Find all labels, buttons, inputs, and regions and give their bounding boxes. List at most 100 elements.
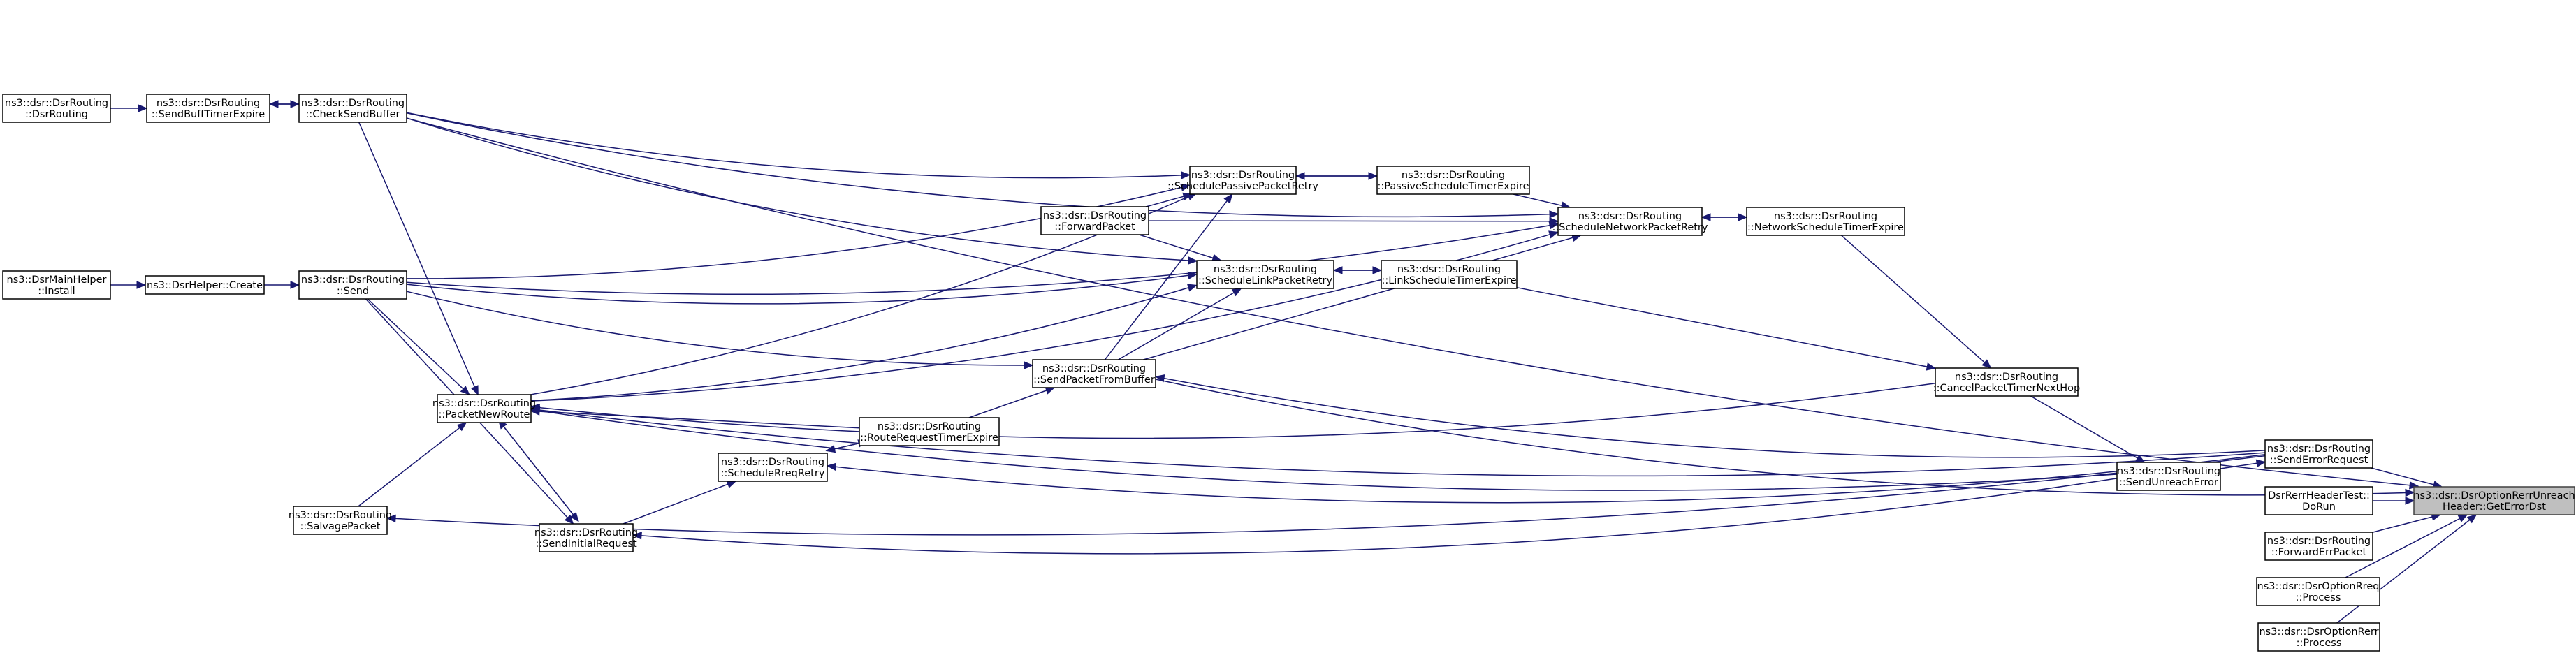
edge-line <box>1143 237 1573 360</box>
node-sendunreacherror[interactable]: ns3::dsr::DsrRouting::SendUnreachError <box>2116 462 2221 491</box>
node-mainhelper[interactable]: ns3::DsrMainHelper::Install <box>2 270 111 300</box>
edge-checksendbuffer-to-packetnewroute <box>358 122 479 396</box>
node-rreqprocess[interactable]: ns3::dsr::DsrOptionRreq::Process <box>2256 577 2380 606</box>
node-send[interactable]: ns3::dsr::DsrRouting::Send <box>298 270 407 300</box>
arrowhead-icon <box>460 386 470 395</box>
node-label-line: ns3::DsrMainHelper <box>7 274 107 286</box>
node-checksendbuffer[interactable]: ns3::dsr::DsrRouting::CheckSendBuffer <box>298 94 407 123</box>
edge-line <box>406 117 2410 486</box>
edge-sendpacketfrombuffer-to-schedulenetwork <box>1143 233 1582 360</box>
node-label-line: ::NetworkScheduleTimerExpire <box>1747 222 1904 233</box>
arrowhead-icon <box>1180 183 1191 192</box>
arrowhead-icon <box>1187 284 1198 292</box>
edge-line <box>406 274 1189 305</box>
node-box <box>2116 462 2221 491</box>
node-label-line: ::SendUnreachError <box>2119 477 2218 488</box>
edge-passivetimer-to-schedulepassive <box>1295 172 1377 180</box>
edge-line <box>2030 395 2138 459</box>
node-label-line: ns3::dsr::DsrRouting <box>289 510 392 521</box>
node-box <box>1376 166 1530 195</box>
arrowhead-icon <box>386 514 396 523</box>
node-box <box>2413 486 2575 515</box>
edge-line <box>406 112 1550 218</box>
edge-line <box>1516 286 1928 367</box>
edge-line <box>968 390 1047 418</box>
edge-cancelpackettimer-to-packetnewroute <box>530 383 1936 439</box>
node-dsrrouting[interactable]: ns3::dsr::DsrRouting::DsrRouting <box>2 94 111 123</box>
edge-line <box>835 453 2266 504</box>
node-label-line: ns3::dsr::DsrRouting <box>534 527 638 538</box>
edge-sendunreacherror-to-sendinitialrequest <box>632 478 2118 555</box>
edge-packetnewroute-to-schedulelink <box>530 284 1198 402</box>
node-label-line: ::Process <box>2297 638 2342 649</box>
edge-line <box>1155 379 2406 496</box>
node-label-line: ::ScheduleRreqRetry <box>721 468 825 479</box>
edge-helpercreate-to-send <box>264 281 300 289</box>
node-label-line: ::Install <box>38 286 75 297</box>
node-box <box>298 270 407 300</box>
node-sendinitialrequest[interactable]: ns3::dsr::DsrRouting::SendInitialRequest <box>534 523 638 552</box>
arrowhead-icon <box>1548 230 1559 239</box>
node-label-line: ::SendPacketFromBuffer <box>1033 374 1155 386</box>
node-label-line: ::PacketNewRoute <box>439 409 530 420</box>
edge-send-to-packetnewroute <box>367 298 470 395</box>
node-sendbufftimer[interactable]: ns3::dsr::DsrRouting::SendBuffTimerExpir… <box>146 94 270 123</box>
node-cancelpackettimer[interactable]: ns3::dsr::DsrRouting::CancelPacketTimerN… <box>1933 367 2081 397</box>
edge-line <box>1118 292 1235 360</box>
node-label-line: ns3::dsr::DsrRouting <box>1214 264 1317 275</box>
edge-sendpacketfrombuffer-to-geterrordst <box>1155 379 2415 497</box>
arrowhead-icon <box>2457 514 2468 522</box>
node-box <box>1381 260 1518 289</box>
node-label-line: ns3::dsr::DsrOptionRerrUnreach <box>2413 490 2575 501</box>
node-forwardpacket[interactable]: ns3::dsr::DsrRouting::ForwardPacket <box>1040 206 1149 235</box>
node-label-line: ::CheckSendBuffer <box>306 109 400 120</box>
edge-line <box>539 409 2266 477</box>
edge-routerequesttimer-to-packetnewroute <box>530 407 860 429</box>
node-schedulepassive[interactable]: ns3::dsr::DsrRouting::SchedulePassivePac… <box>1167 166 1318 195</box>
node-senderrorrequest[interactable]: ns3::dsr::DsrRouting::SendErrorRequest <box>2264 439 2373 469</box>
arrowhead-icon <box>2466 514 2477 524</box>
edge-senderrorrequest-to-salvagepacket <box>386 455 2266 536</box>
node-box <box>539 523 634 552</box>
edge-senderrorrequest-to-sendpacketfrombuffer <box>1154 374 2266 458</box>
node-label-line: DsrRerrHeaderTest:: <box>2268 490 2370 501</box>
node-box <box>2257 622 2380 652</box>
node-salvagepacket[interactable]: ns3::dsr::DsrRouting::SalvagePacket <box>289 506 392 535</box>
edge-passivetimer-to-schedulenetwork <box>1513 193 1571 210</box>
node-box <box>2264 486 2373 515</box>
node-helpercreate[interactable]: ns3::DsrHelper::Create <box>145 275 265 295</box>
node-packetnewroute[interactable]: ns3::dsr::DsrRouting::PacketNewRoute <box>432 394 536 423</box>
edge-sendunreacherror-to-senderrorrequest <box>2220 459 2266 469</box>
node-label-line: ::Process <box>2296 592 2341 603</box>
node-label-line: DoRun <box>2302 501 2336 513</box>
focus-node-geterrordst[interactable]: ns3::dsr::DsrOptionRerrUnreachHeader::Ge… <box>2413 486 2575 515</box>
node-forwarderrpacket[interactable]: ns3::dsr::DsrRouting::ForwardErrPacket <box>2264 532 2373 561</box>
node-label-line: Header::GetErrorDst <box>2443 501 2546 513</box>
node-sendpacketfrombuffer[interactable]: ns3::dsr::DsrRouting::SendPacketFromBuff… <box>1032 359 1156 388</box>
node-label-line: ::ForwardPacket <box>1054 221 1135 233</box>
node-rerrprocess[interactable]: ns3::dsr::DsrOptionRerr::Process <box>2257 622 2380 652</box>
arrowhead-icon <box>1188 256 1198 265</box>
node-schedulelink[interactable]: ns3::dsr::DsrRouting::ScheduleLinkPacket… <box>1196 260 1334 289</box>
node-linktimer[interactable]: ns3::dsr::DsrRouting::LinkScheduleTimerE… <box>1381 260 1518 289</box>
edge-line <box>358 122 476 388</box>
edge-line <box>2345 518 2460 578</box>
node-box <box>859 417 1000 446</box>
node-schedulerreqretry[interactable]: ns3::dsr::DsrRouting::ScheduleRreqRetry <box>718 453 828 482</box>
arrowhead-icon <box>825 445 836 453</box>
node-label-line: ns3::dsr::DsrRouting <box>1397 264 1501 275</box>
node-passivetimer[interactable]: ns3::dsr::DsrRouting::PassiveScheduleTim… <box>1376 166 1530 195</box>
edge-line <box>406 224 1550 295</box>
node-label-line: ::PassiveScheduleTimerExpire <box>1377 181 1529 192</box>
edge-rerrprocess-to-geterrordst <box>2336 514 2477 624</box>
node-schedulenetwork[interactable]: ns3::dsr::DsrRouting::ScheduleNetworkPac… <box>1552 207 1708 236</box>
node-label-line: ns3::dsr::DsrRouting <box>2117 466 2220 477</box>
edge-line <box>2220 462 2257 469</box>
node-networktimer[interactable]: ns3::dsr::DsrRouting::NetworkScheduleTim… <box>1746 207 1905 236</box>
node-label-line: ns3::dsr::DsrRouting <box>721 457 824 468</box>
node-routerequesttimer[interactable]: ns3::dsr::DsrRouting::RouteRequestTimerE… <box>859 417 1000 446</box>
node-box <box>718 453 828 482</box>
node-rerrtest[interactable]: DsrRerrHeaderTest::DoRun <box>2264 486 2373 515</box>
node-label-line: ns3::dsr::DsrOptionRerr <box>2259 626 2378 638</box>
